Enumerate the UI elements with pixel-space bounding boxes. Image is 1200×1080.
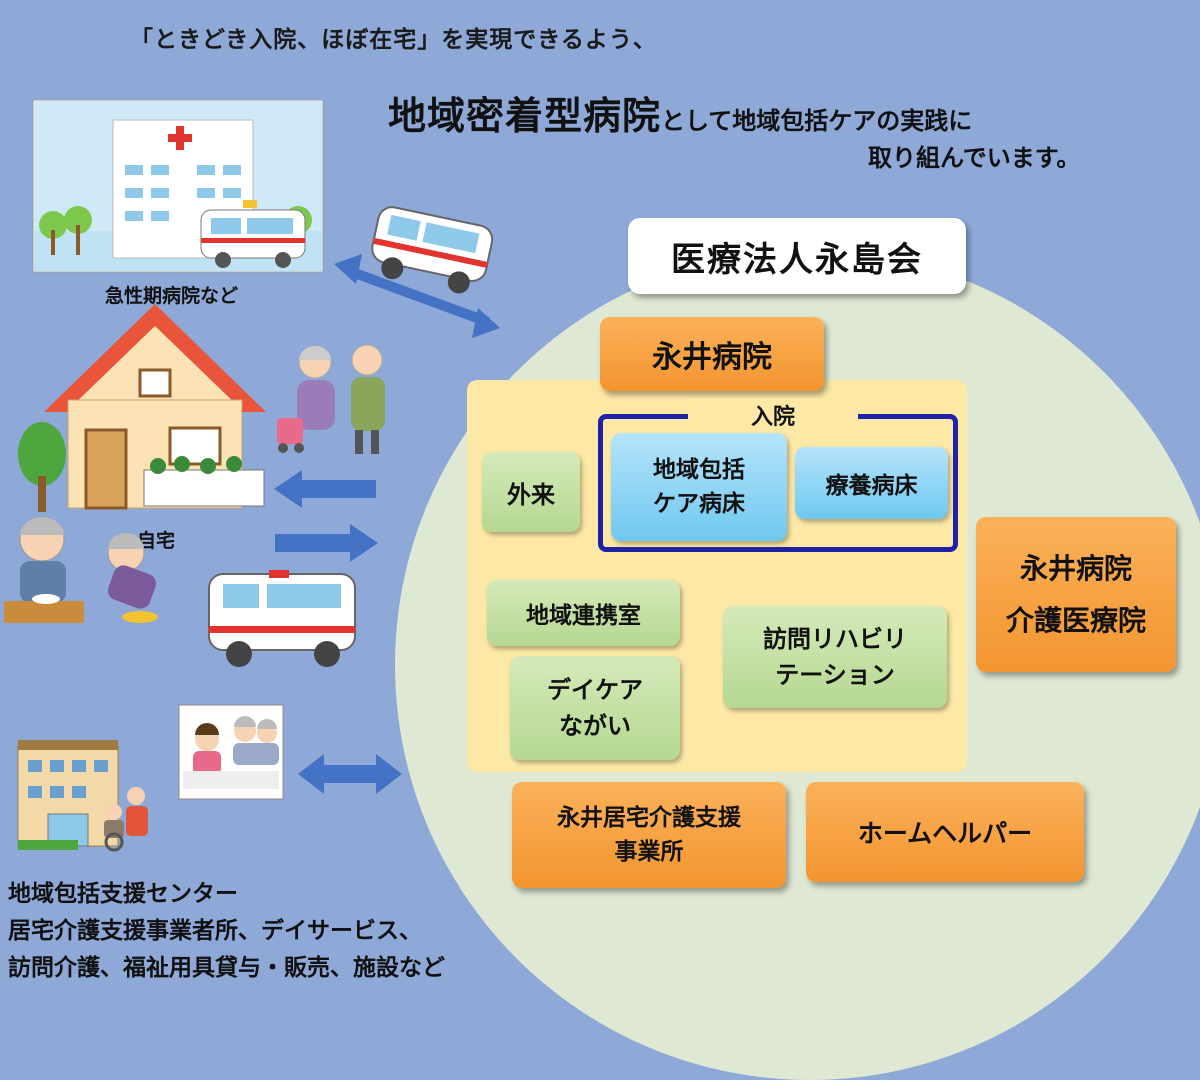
- acute-hospital-arrow: [334, 254, 500, 338]
- tree-icon: [18, 422, 66, 512]
- admission-arrow: [275, 524, 378, 562]
- headline-line1: 「ときどき入院、ほぼ在宅」を実現できるよう、: [130, 27, 657, 53]
- visiting-rehab-box: 訪問リハビリ テーション: [723, 606, 947, 708]
- care-facility-illustration: [17, 740, 148, 852]
- consultation-illustration: [178, 704, 284, 800]
- headline-emphasis: 地域密着型病院: [388, 94, 662, 138]
- community-liaison-box: 地域連携室: [487, 580, 680, 646]
- organization-name: 医療法人永島会: [628, 218, 966, 294]
- ambulance-illustration-bottom: [208, 570, 356, 667]
- community-support-arrow: [298, 754, 402, 794]
- acute-hospital-label: 急性期病院など: [105, 285, 239, 307]
- long-term-care-ward-box: 療養病床: [795, 447, 948, 519]
- headline-line3: 取り組んでいます。: [868, 144, 1081, 172]
- home-label: 自宅: [137, 530, 176, 552]
- community-resources-text: 地域包括支援センター 居宅介護支援事業者所、デイサービス、 訪問介護、福祉用具貸…: [8, 876, 445, 987]
- day-care-box: デイケア ながい: [510, 656, 680, 760]
- headline-continuation: として地域包括ケアの実践に: [661, 107, 973, 135]
- footer-line3: 訪問介護、福祉用具貸与・販売、施設など: [8, 955, 445, 981]
- home-care-support-office-box: 永井居宅介護支援 事業所: [512, 782, 786, 888]
- inpatient-label: 入院: [688, 398, 858, 432]
- headline-line2: 地域密着型病院として地域包括ケアの実践に: [388, 85, 972, 140]
- footer-line1: 地域包括支援センター: [8, 881, 238, 907]
- arrows-layer: [274, 254, 500, 794]
- elderly-at-home-illustration: [4, 516, 158, 623]
- hospital-name: 永井病院: [600, 317, 824, 391]
- elderly-couple-illustration: [277, 344, 385, 454]
- outpatient-box: 外来: [482, 452, 580, 532]
- home-house-illustration: [44, 304, 266, 510]
- home-helper-box: ホームヘルパー: [806, 782, 1084, 882]
- discharge-arrow: [274, 470, 376, 508]
- acute-hospital-illustration: [32, 99, 324, 273]
- care-medical-institution-box: 永井病院 介護医療院: [976, 517, 1176, 672]
- community-care-ward-box: 地域包括 ケア病床: [611, 433, 787, 541]
- ambulance-illustration-top: [371, 206, 494, 294]
- footer-line2: 居宅介護支援事業者所、デイサービス、: [8, 918, 422, 944]
